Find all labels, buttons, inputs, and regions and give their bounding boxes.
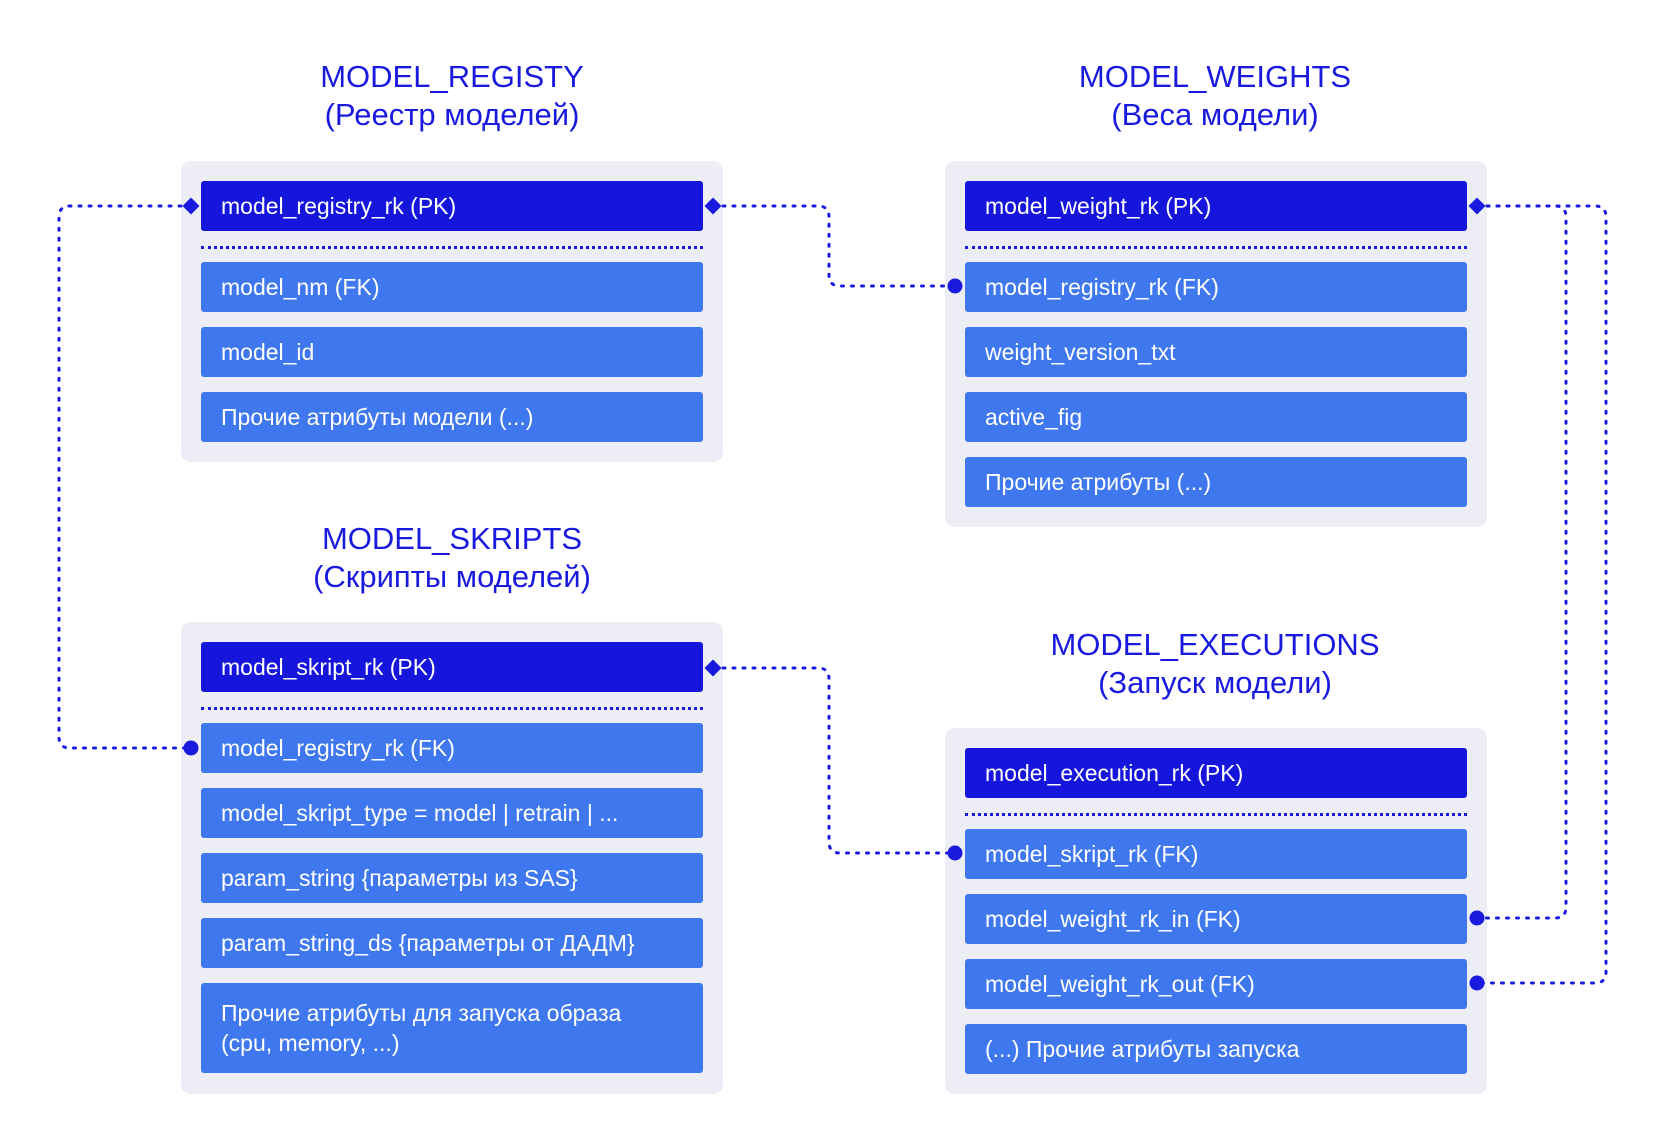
entity-card-model-weights: model_weight_rk (PK) model_registry_rk (… <box>945 161 1487 527</box>
pk-field-model-registry-rk[interactable]: model_registry_rk (PK) <box>201 181 703 231</box>
pk-separator <box>201 707 703 710</box>
entity-card-model-executions: model_execution_rk (PK) model_skript_rk … <box>945 728 1487 1094</box>
field-other-launch-attributes[interactable]: Прочие атрибуты для запуска образа (cpu,… <box>201 983 703 1073</box>
connector-registry-to-skripts <box>57 204 193 750</box>
field-param-string[interactable]: param_string {параметры из SAS} <box>201 853 703 903</box>
field-model-weight-rk-in-fk[interactable]: model_weight_rk_in (FK) <box>965 894 1467 944</box>
entity-title-model-skripts: MODEL_SKRIPTS (Скрипты моделей) <box>242 520 662 596</box>
field-model-weight-rk-out-fk[interactable]: model_weight_rk_out (FK) <box>965 959 1467 1009</box>
entity-subtitle: (Веса модели) <box>1111 97 1319 132</box>
entity-name: MODEL_SKRIPTS <box>321 521 583 556</box>
pk-field-model-skript-rk[interactable]: model_skript_rk (PK) <box>201 642 703 692</box>
entity-name: MODEL_EXECUTIONS <box>1050 627 1380 662</box>
pk-field-model-execution-rk[interactable]: model_execution_rk (PK) <box>965 748 1467 798</box>
connector-registry-to-weights <box>711 204 957 288</box>
field-other-attributes[interactable]: Прочие атрибуты (...) <box>965 457 1467 507</box>
entity-title-model-executions: MODEL_EXECUTIONS (Запуск модели) <box>1005 626 1425 702</box>
connector-skripts-to-executions <box>711 666 957 855</box>
pk-field-model-weight-rk[interactable]: model_weight_rk (PK) <box>965 181 1467 231</box>
entity-subtitle: (Реестр моделей) <box>324 97 580 132</box>
field-model-registry-rk-fk[interactable]: model_registry_rk (FK) <box>201 723 703 773</box>
connector-weights-to-executions-in <box>1475 204 1568 920</box>
connector-weights-to-executions-out <box>1475 204 1608 985</box>
pk-separator <box>201 246 703 249</box>
entity-card-model-registry: model_registry_rk (PK) model_nm (FK) mod… <box>181 161 723 462</box>
field-model-skript-type[interactable]: model_skript_type = model | retrain | ..… <box>201 788 703 838</box>
field-param-string-ds[interactable]: param_string_ds {параметры от ДАДМ} <box>201 918 703 968</box>
field-model-skript-rk-fk[interactable]: model_skript_rk (FK) <box>965 829 1467 879</box>
entity-title-model-registry: MODEL_REGISTY (Реестр моделей) <box>242 58 662 134</box>
pk-separator <box>965 813 1467 816</box>
field-model-nm[interactable]: model_nm (FK) <box>201 262 703 312</box>
field-other-model-attributes[interactable]: Прочие атрибуты модели (...) <box>201 392 703 442</box>
entity-subtitle: (Скрипты моделей) <box>313 559 591 594</box>
field-model-id[interactable]: model_id <box>201 327 703 377</box>
field-active-fig[interactable]: active_fig <box>965 392 1467 442</box>
pk-separator <box>965 246 1467 249</box>
entity-subtitle: (Запуск модели) <box>1098 665 1332 700</box>
entity-name: MODEL_WEIGHTS <box>1078 59 1352 94</box>
entity-title-model-weights: MODEL_WEIGHTS (Веса модели) <box>1005 58 1425 134</box>
field-model-registry-rk-fk[interactable]: model_registry_rk (FK) <box>965 262 1467 312</box>
entity-name: MODEL_REGISTY <box>320 59 584 94</box>
field-weight-version-txt[interactable]: weight_version_txt <box>965 327 1467 377</box>
field-other-execution-attributes[interactable]: (...) Прочие атрибуты запуска <box>965 1024 1467 1074</box>
entity-card-model-skripts: model_skript_rk (PK) model_registry_rk (… <box>181 622 723 1094</box>
